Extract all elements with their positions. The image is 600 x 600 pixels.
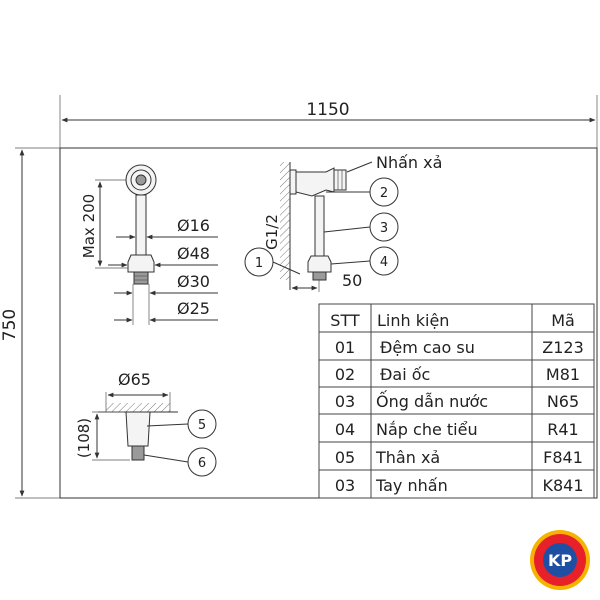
callout-2-number: 2 <box>380 186 388 201</box>
overall-height-label: 750 <box>0 309 20 341</box>
row-6-component: Tay nhấn <box>375 476 448 495</box>
push-button-side <box>333 169 347 191</box>
d16-label: Ø16 <box>177 216 210 235</box>
table-header-code: Mã <box>551 311 575 330</box>
table-row: 01 Đệm cao su Z123 <box>335 338 584 357</box>
row-5-code: F841 <box>543 448 583 467</box>
parts-table: STT Linh kiện Mã 01 Đệm cao su Z123 02 Đ… <box>318 303 595 499</box>
side-view: Nhấn xả G1/2 50 1 2 3 4 <box>244 153 442 292</box>
max-height-label: Max 200 <box>80 194 98 258</box>
offset-label: 50 <box>342 271 362 290</box>
d48-label: Ø48 <box>177 244 210 263</box>
row-2-stt: 02 <box>335 365 355 384</box>
flush-label: Nhấn xả <box>376 153 442 172</box>
height-dimension: 750 <box>0 147 60 499</box>
callout-2 <box>369 177 399 207</box>
row-4-component: Nắp che tiểu <box>376 420 478 439</box>
row-4-code: R41 <box>547 420 578 439</box>
table-header-component: Linh kiện <box>377 311 449 330</box>
brand-logo: KP <box>530 530 590 590</box>
callout-5 <box>187 409 217 439</box>
thread-label: G1/2 <box>263 214 281 250</box>
row-3-component: Ống dẫn nước <box>376 390 488 411</box>
callout-6-number: 6 <box>198 456 206 471</box>
table-header-stt: STT <box>330 311 360 330</box>
bottom-view: Ø65 (108) 5 6 <box>75 370 217 477</box>
row-5-stt: 05 <box>335 448 355 467</box>
table-row: 04 Nắp che tiểu R41 <box>335 420 579 439</box>
callout-6 <box>187 447 217 477</box>
row-1-component: Đệm cao su <box>380 338 475 357</box>
d65-label: Ø65 <box>118 370 151 389</box>
d25-label: Ø25 <box>177 299 210 318</box>
row-3-stt: 03 <box>335 392 355 411</box>
row-2-code: M81 <box>546 365 580 384</box>
pipe-side <box>314 195 325 257</box>
callout-1-number: 1 <box>255 256 263 271</box>
callout-3 <box>369 212 399 242</box>
width-dimension: 1150 <box>59 95 598 148</box>
row-1-code: Z123 <box>542 338 584 357</box>
nut-front <box>127 254 155 273</box>
callout-4-number: 4 <box>380 255 388 270</box>
row-2-component: Đai ốc <box>380 365 430 384</box>
callout-4 <box>369 246 399 276</box>
row-6-code: K841 <box>542 476 583 495</box>
table-row: 03 Ống dẫn nước N65 <box>335 390 579 411</box>
flush-body-side <box>295 167 335 197</box>
overall-width-label: 1150 <box>306 100 349 120</box>
table-row: 02 Đai ốc M81 <box>335 365 580 384</box>
callout-1 <box>244 247 274 277</box>
callout-5-number: 5 <box>198 418 206 433</box>
tail-piece-bottom <box>131 445 145 461</box>
row-4-stt: 04 <box>335 420 355 439</box>
row-3-code: N65 <box>547 392 579 411</box>
table-row: 03 Tay nhấn K841 <box>335 476 584 495</box>
row-6-stt: 03 <box>335 476 355 495</box>
d30-label: Ø30 <box>177 272 210 291</box>
flush-body-bottom <box>125 411 151 447</box>
table-row: 05 Thân xả F841 <box>335 448 583 467</box>
row-1-stt: 01 <box>335 338 355 357</box>
front-view: Max 200 Ø16 Ø48 Ø30 Ø25 <box>80 164 218 325</box>
callout-3-number: 3 <box>380 221 388 236</box>
nut-side <box>307 255 332 273</box>
logo-text: KP <box>548 551 572 570</box>
pipe-front <box>135 194 147 256</box>
height-108-label: (108) <box>75 418 93 458</box>
row-5-component: Thân xả <box>375 448 440 467</box>
